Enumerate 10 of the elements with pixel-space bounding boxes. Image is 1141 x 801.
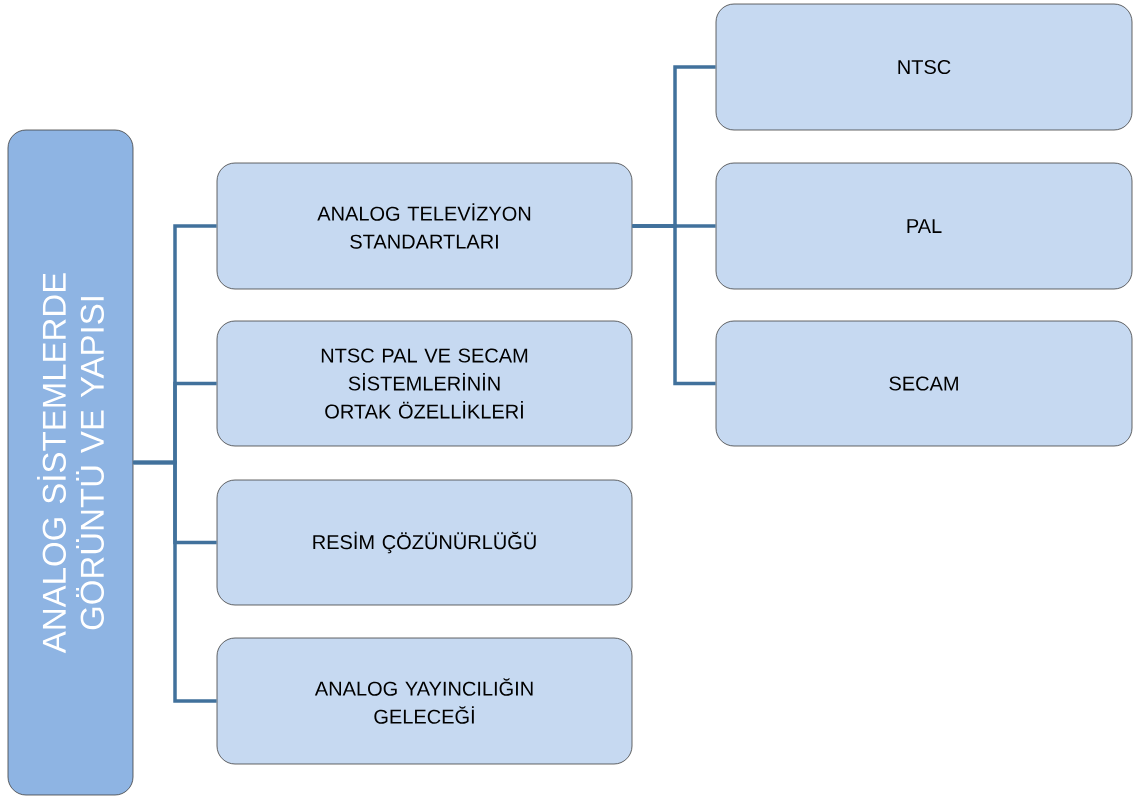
- topic-box: ANALOG TELEVİZYON STANDARTLARI: [216, 162, 633, 290]
- title-box: ANALOG SİSTEMLERDE GÖRÜNTÜ VE YAPISI: [7, 129, 134, 796]
- topic-box: ANALOG YAYINCILIĞIN GELECEĞİ: [216, 637, 633, 765]
- topic-box: NTSC PAL VE SECAM SİSTEMLERİNİN ORTAK ÖZELLİKLERİ: [216, 320, 633, 447]
- connector-line: [632, 224, 716, 386]
- topic-box: PAL: [715, 162, 1133, 290]
- connector-line: [133, 460, 217, 703]
- topic-box: SECAM: [715, 320, 1133, 447]
- topic-box: NTSC: [715, 3, 1133, 131]
- topic-box: RESİM ÇÖZÜNÜRLÜĞÜ: [216, 479, 633, 606]
